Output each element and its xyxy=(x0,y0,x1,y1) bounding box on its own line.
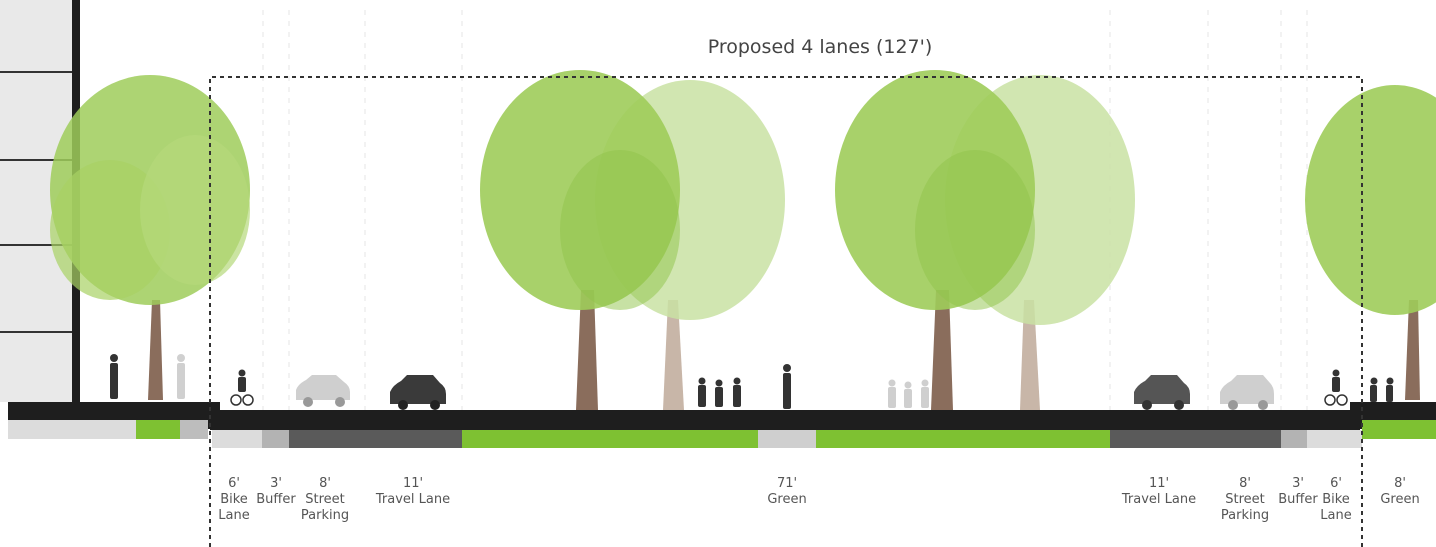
pedestrian-pale xyxy=(177,354,185,399)
tree-right xyxy=(1305,85,1436,400)
car-travel-right xyxy=(1134,375,1190,410)
segment-width: 3' xyxy=(270,476,282,491)
segment-label: 11'Travel Lane xyxy=(1113,476,1205,508)
tree-center-2 xyxy=(835,70,1035,410)
proposed-boundary xyxy=(209,76,1363,547)
segment-name-line: Green xyxy=(1380,492,1420,507)
segment-travel-lane xyxy=(1110,430,1208,448)
segment-width: 6' xyxy=(1330,476,1342,491)
segment-name-line: Buffer xyxy=(256,492,296,507)
tree-center-1 xyxy=(480,70,680,410)
segment-buffer xyxy=(262,430,289,448)
lane-strip xyxy=(212,420,1436,448)
segment-label: 3'Buffer xyxy=(250,476,302,508)
pedestrian-left xyxy=(110,354,118,399)
ground-line xyxy=(8,402,1436,430)
guide-lines xyxy=(262,10,1308,410)
car-travel-left xyxy=(390,375,446,410)
segment-name-line: Street xyxy=(1225,492,1265,507)
segment-name-line: Green xyxy=(767,492,807,507)
segment-width: 8' xyxy=(1239,476,1251,491)
segment-bike-lane xyxy=(212,430,262,448)
segment-name-line: Parking xyxy=(300,508,350,523)
segment-width: 71' xyxy=(776,476,798,491)
segment-name-line: Buffer xyxy=(1278,492,1318,507)
segment-street-parking xyxy=(289,430,364,448)
segment-buffer xyxy=(1281,430,1307,448)
segment-street-parking xyxy=(1208,430,1281,448)
segment-name-line: Travel Lane xyxy=(375,492,451,507)
tree-left xyxy=(50,75,250,400)
segment-label: 71'Green xyxy=(765,476,809,508)
segment-name-line: Travel Lane xyxy=(1121,492,1197,507)
segment-label: 11'Travel Lane xyxy=(367,476,459,508)
people-seated-2 xyxy=(888,379,929,408)
car-parked-left xyxy=(296,375,350,407)
segment-travel-lane xyxy=(364,430,462,448)
segment-name-line: Bike xyxy=(220,492,248,507)
segment-median-path xyxy=(758,430,816,448)
segment-name-line: Parking xyxy=(1220,508,1270,523)
segment-width: 6' xyxy=(228,476,240,491)
cyclist-right xyxy=(1324,369,1348,406)
segment-name-line: Lane xyxy=(218,508,250,523)
segment-name-line: Lane xyxy=(1320,508,1352,523)
segment-width: 11' xyxy=(1148,476,1170,491)
segment-width: 8' xyxy=(1394,476,1406,491)
section-title: Proposed 4 lanes (127') xyxy=(707,36,933,58)
car-parked-right xyxy=(1220,375,1274,410)
segment-label: 3'Buffer xyxy=(1272,476,1324,508)
segment-label: 8'Green xyxy=(1378,476,1422,508)
left-sidewalk-strip xyxy=(8,420,208,439)
segment-width: 3' xyxy=(1292,476,1304,491)
people-seated-3 xyxy=(1370,377,1394,402)
segment-green-median-east xyxy=(816,430,1110,448)
segment-name-line: Bike xyxy=(1322,492,1350,507)
people-seated-1 xyxy=(698,377,741,407)
segment-width: 8' xyxy=(319,476,331,491)
segment-width: 11' xyxy=(402,476,424,491)
cyclist-left xyxy=(230,369,254,406)
segment-name-line: Street xyxy=(305,492,345,507)
segment-bike-lane xyxy=(1307,430,1362,448)
segment-green xyxy=(1362,420,1436,439)
segment-green-median-west xyxy=(462,430,758,448)
pedestrian-median xyxy=(783,364,791,409)
